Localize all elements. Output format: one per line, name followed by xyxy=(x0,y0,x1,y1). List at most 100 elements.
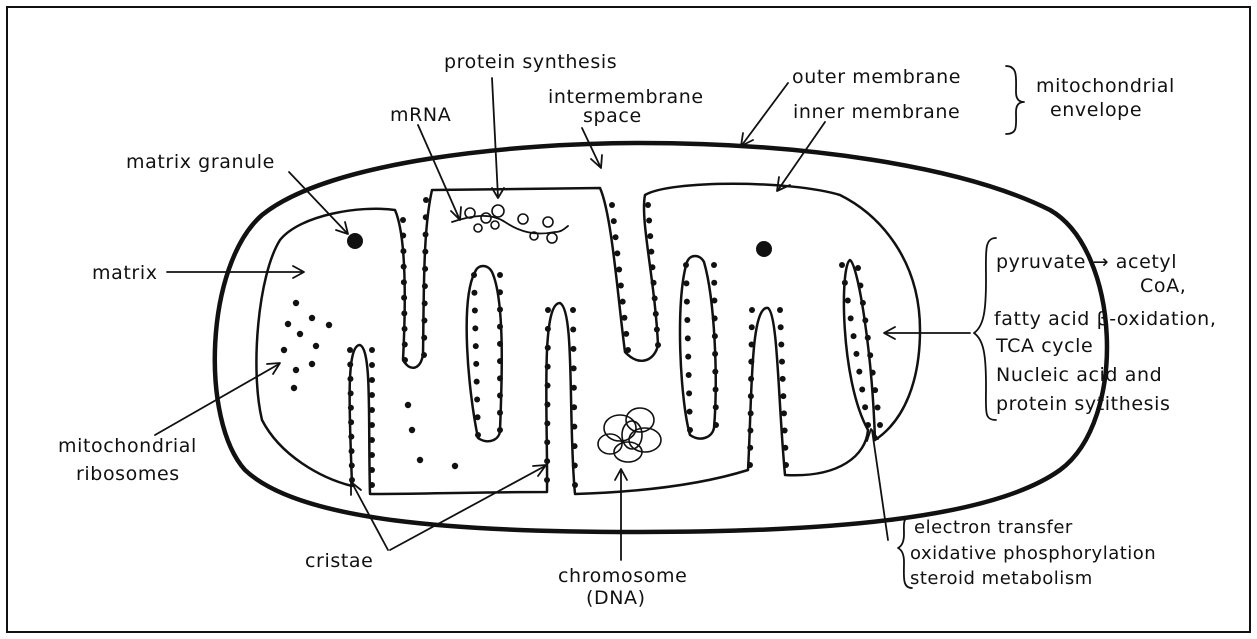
label-envelope-1: mitochondrial xyxy=(1036,75,1175,97)
crista-particle xyxy=(683,262,689,268)
crista-particle xyxy=(422,283,428,289)
crista-particle xyxy=(748,359,754,365)
crista-particle xyxy=(474,396,480,402)
crista-particle xyxy=(778,341,784,347)
crista-particle xyxy=(687,409,693,415)
label-chromosome: chromosome xyxy=(558,565,687,587)
label-transfer-3: steroid metabolism xyxy=(910,568,1093,589)
crista-particle xyxy=(713,386,719,392)
crista-particle xyxy=(400,217,406,223)
crista-particle xyxy=(625,347,631,353)
crista-particle xyxy=(623,331,629,337)
crista-particle xyxy=(422,300,428,306)
outer-membrane xyxy=(215,143,1107,532)
crista-particle xyxy=(369,407,375,413)
crista-particle xyxy=(652,295,658,301)
crista-particle xyxy=(423,231,429,237)
crista-particle xyxy=(472,325,478,331)
crista-particle xyxy=(572,482,578,488)
crista-particle xyxy=(497,306,503,312)
crista-particle xyxy=(571,424,577,430)
crista-particles xyxy=(347,197,883,488)
crista-particle xyxy=(545,307,551,313)
crista-particle xyxy=(645,202,651,208)
crista-particle xyxy=(423,214,429,220)
crista-particle xyxy=(877,422,883,428)
crista-particle xyxy=(711,262,717,268)
crista-particle xyxy=(748,376,754,382)
crista-particle xyxy=(842,280,848,286)
crista-particle xyxy=(571,385,577,391)
crista-particle xyxy=(348,434,354,440)
crista-particle xyxy=(867,352,873,358)
crista-particle xyxy=(862,404,868,410)
crista-particle xyxy=(473,343,479,349)
crista-particle xyxy=(875,405,881,411)
crista-particle xyxy=(747,428,753,434)
crista-particle xyxy=(401,264,407,270)
crista-particle xyxy=(870,370,876,376)
crista-particle xyxy=(348,405,354,411)
crista-particle xyxy=(349,448,355,454)
crista-particle xyxy=(848,315,854,321)
crista-particle xyxy=(400,233,406,239)
inner-membrane xyxy=(256,184,920,494)
crista-particle xyxy=(685,354,691,360)
label-function-4: Nucleic acid and xyxy=(996,364,1162,386)
label-mrna: mRNA xyxy=(390,104,451,126)
crista-particle xyxy=(616,266,622,272)
crista-particle xyxy=(497,341,503,347)
crista-particle xyxy=(872,387,878,393)
crista-particle xyxy=(778,324,784,330)
crista-particle xyxy=(646,218,652,224)
crista-particle xyxy=(711,280,717,286)
crista-particle xyxy=(684,299,690,305)
chromosome-dna xyxy=(598,408,661,462)
crista-particle xyxy=(474,379,480,385)
crista-particle xyxy=(749,324,755,330)
label-cristae: cristae xyxy=(305,550,373,572)
crista-particle xyxy=(685,335,691,341)
crista-particle xyxy=(683,280,689,286)
label-transfer-1: electron transfer xyxy=(914,517,1073,538)
crista-particle xyxy=(654,326,660,332)
crista-particle xyxy=(780,376,786,382)
crista-particle xyxy=(620,299,626,305)
crista-particle xyxy=(544,439,550,445)
label-function-3: TCA cycle xyxy=(995,335,1093,357)
crista-particle xyxy=(713,422,719,428)
crista-particle xyxy=(400,248,406,254)
crista-particle xyxy=(475,432,481,438)
label-function-2: fatty acid β-oxidation, xyxy=(994,308,1216,330)
crista-particle xyxy=(780,393,786,399)
label-function-5: protein sytithesis xyxy=(996,393,1171,415)
crista-particle xyxy=(570,346,576,352)
crista-particle xyxy=(712,369,718,375)
crista-particle xyxy=(544,458,550,464)
crista-particle xyxy=(749,307,755,313)
crista-particle xyxy=(856,369,862,375)
crista-particle xyxy=(648,249,654,255)
crista-particle xyxy=(497,410,503,416)
crista-particle xyxy=(865,422,871,428)
crista-particle xyxy=(401,279,407,285)
crista-particle xyxy=(783,462,789,468)
matrix-granule-2 xyxy=(756,241,772,257)
crista-particle xyxy=(713,404,719,410)
crista-particle xyxy=(471,290,477,296)
crista-particle xyxy=(347,347,353,353)
crista-particle xyxy=(712,351,718,357)
crista-particle xyxy=(851,333,857,339)
crista-particle xyxy=(348,390,354,396)
crista-particle xyxy=(347,361,353,367)
crista-particle xyxy=(621,315,627,321)
crista-particle xyxy=(686,390,692,396)
crista-particle xyxy=(369,362,375,368)
crista-particle xyxy=(421,318,427,324)
label-transfer-2: oxidative phosphorylation xyxy=(910,543,1156,564)
crista-particle xyxy=(711,298,717,304)
crista-particle xyxy=(570,307,576,313)
crista-particle xyxy=(497,427,503,433)
label-ribosomes-2: ribosomes xyxy=(76,463,180,485)
crista-particle xyxy=(609,202,615,208)
